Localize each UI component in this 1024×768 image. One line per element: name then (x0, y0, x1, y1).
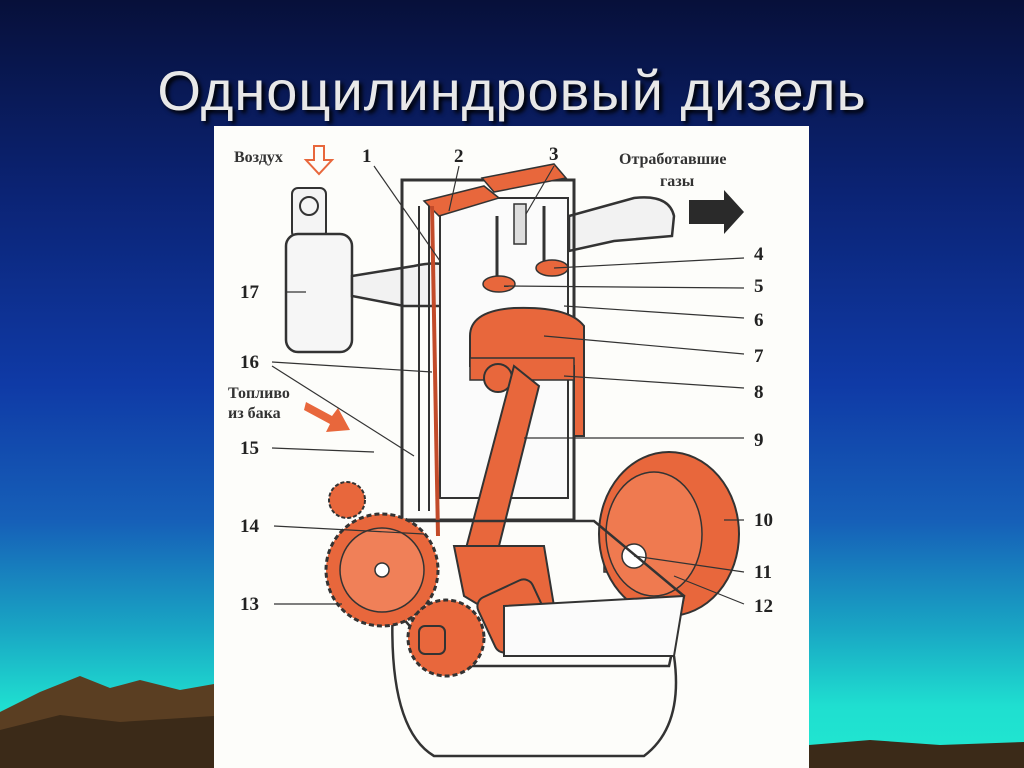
caption-exhaust-line1: Отработавшие (619, 151, 727, 168)
callout-13: 13 (240, 594, 259, 615)
caption-fuel-line2: из бака (228, 405, 281, 422)
callout-15: 15 (240, 438, 259, 459)
callout-11: 11 (754, 562, 772, 583)
exhaust-arrow-icon (689, 190, 744, 234)
diagram-panel: Воздух Отработавшие газы Топливо из бака (214, 126, 809, 768)
callout-10: 10 (754, 510, 773, 531)
callout-1: 1 (362, 146, 372, 167)
callout-8: 8 (754, 382, 764, 403)
callout-2: 2 (454, 146, 464, 167)
callout-14: 14 (240, 516, 260, 537)
callout-4: 4 (754, 244, 764, 265)
callout-9: 9 (754, 430, 764, 451)
callout-12: 12 (754, 596, 773, 617)
callout-6: 6 (754, 310, 764, 331)
callout-7: 7 (754, 346, 764, 367)
caption-fuel-line1: Топливо (228, 385, 290, 402)
air-arrow-icon (303, 145, 335, 176)
callout-16: 16 (240, 352, 259, 373)
callout-3: 3 (549, 144, 559, 165)
slide-title: Одноцилиндровый дизель (157, 59, 867, 122)
caption-air: Воздух (234, 149, 283, 166)
caption-exhaust-line2: газы (660, 173, 695, 190)
valve-train (422, 163, 569, 293)
callout-17: 17 (240, 282, 260, 303)
fuel-arrow-icon (304, 402, 350, 432)
gear-train (324, 481, 486, 678)
callout-5: 5 (754, 276, 764, 297)
air-filter (284, 187, 354, 354)
flywheel (598, 451, 740, 617)
leader-lines (271, 165, 745, 605)
engine-diagram: Воздух Отработавшие газы Топливо из бака (228, 144, 773, 758)
